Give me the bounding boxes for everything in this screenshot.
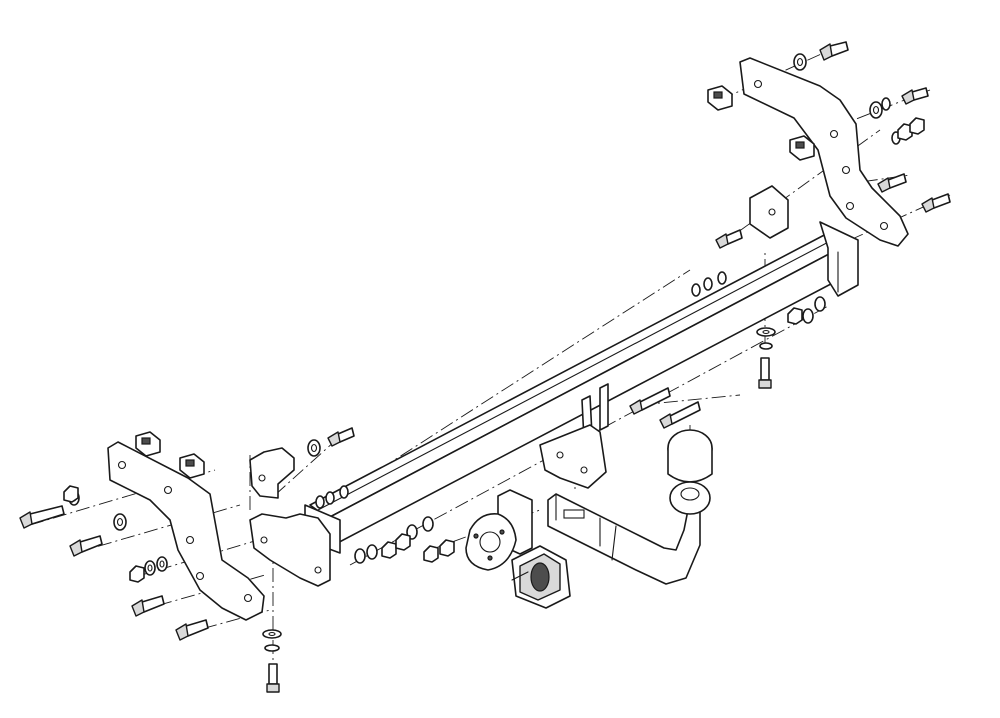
washer: [315, 495, 325, 509]
washer: [814, 296, 826, 312]
washer: [262, 629, 282, 639]
washer: [366, 544, 378, 560]
nut: [381, 541, 397, 559]
cage-nut: [135, 431, 161, 457]
bolt: [327, 427, 355, 447]
bolt-vertical: [758, 357, 772, 389]
cage-nut: [179, 453, 205, 479]
washer: [422, 516, 434, 532]
washer: [869, 101, 883, 119]
bolt: [629, 387, 671, 415]
cage-nut: [789, 135, 815, 161]
nut: [439, 539, 455, 557]
washer: [307, 439, 321, 457]
bolt: [901, 87, 929, 105]
bolt: [877, 173, 907, 193]
nut: [897, 123, 913, 141]
nut: [395, 533, 411, 551]
washer: [756, 327, 776, 337]
nuts: [63, 117, 925, 583]
washer: [703, 277, 713, 291]
nut: [129, 565, 145, 583]
washer: [325, 491, 335, 505]
washer: [156, 556, 168, 572]
cage-nuts: [135, 85, 815, 479]
bolt: [819, 41, 849, 61]
bolt: [175, 619, 209, 641]
bolt: [715, 229, 743, 249]
washer: [354, 548, 366, 564]
socket-plate: [465, 489, 533, 571]
bolt: [921, 193, 951, 213]
bolt: [131, 595, 165, 617]
bolt: [19, 505, 65, 529]
tow-ball: [667, 429, 713, 515]
washer: [759, 342, 773, 350]
electrical-socket: [511, 545, 571, 609]
washer: [339, 485, 349, 499]
washer: [113, 513, 127, 531]
right-side-bracket: [739, 57, 909, 247]
bolts: [19, 41, 951, 693]
bolt: [69, 535, 103, 557]
left-side-bracket: [107, 441, 331, 621]
bolt-vertical: [266, 663, 280, 693]
washer: [144, 560, 156, 576]
cage-nut: [707, 85, 733, 111]
washer: [793, 53, 807, 71]
nut: [423, 545, 439, 563]
washer: [264, 644, 280, 652]
washer: [881, 97, 891, 111]
nut: [787, 307, 803, 325]
nut: [63, 485, 79, 503]
bolt: [659, 401, 701, 429]
washer: [717, 271, 727, 285]
nut: [909, 117, 925, 135]
crossbar-tube: [304, 185, 859, 554]
washer: [802, 308, 814, 324]
washer: [691, 283, 701, 297]
